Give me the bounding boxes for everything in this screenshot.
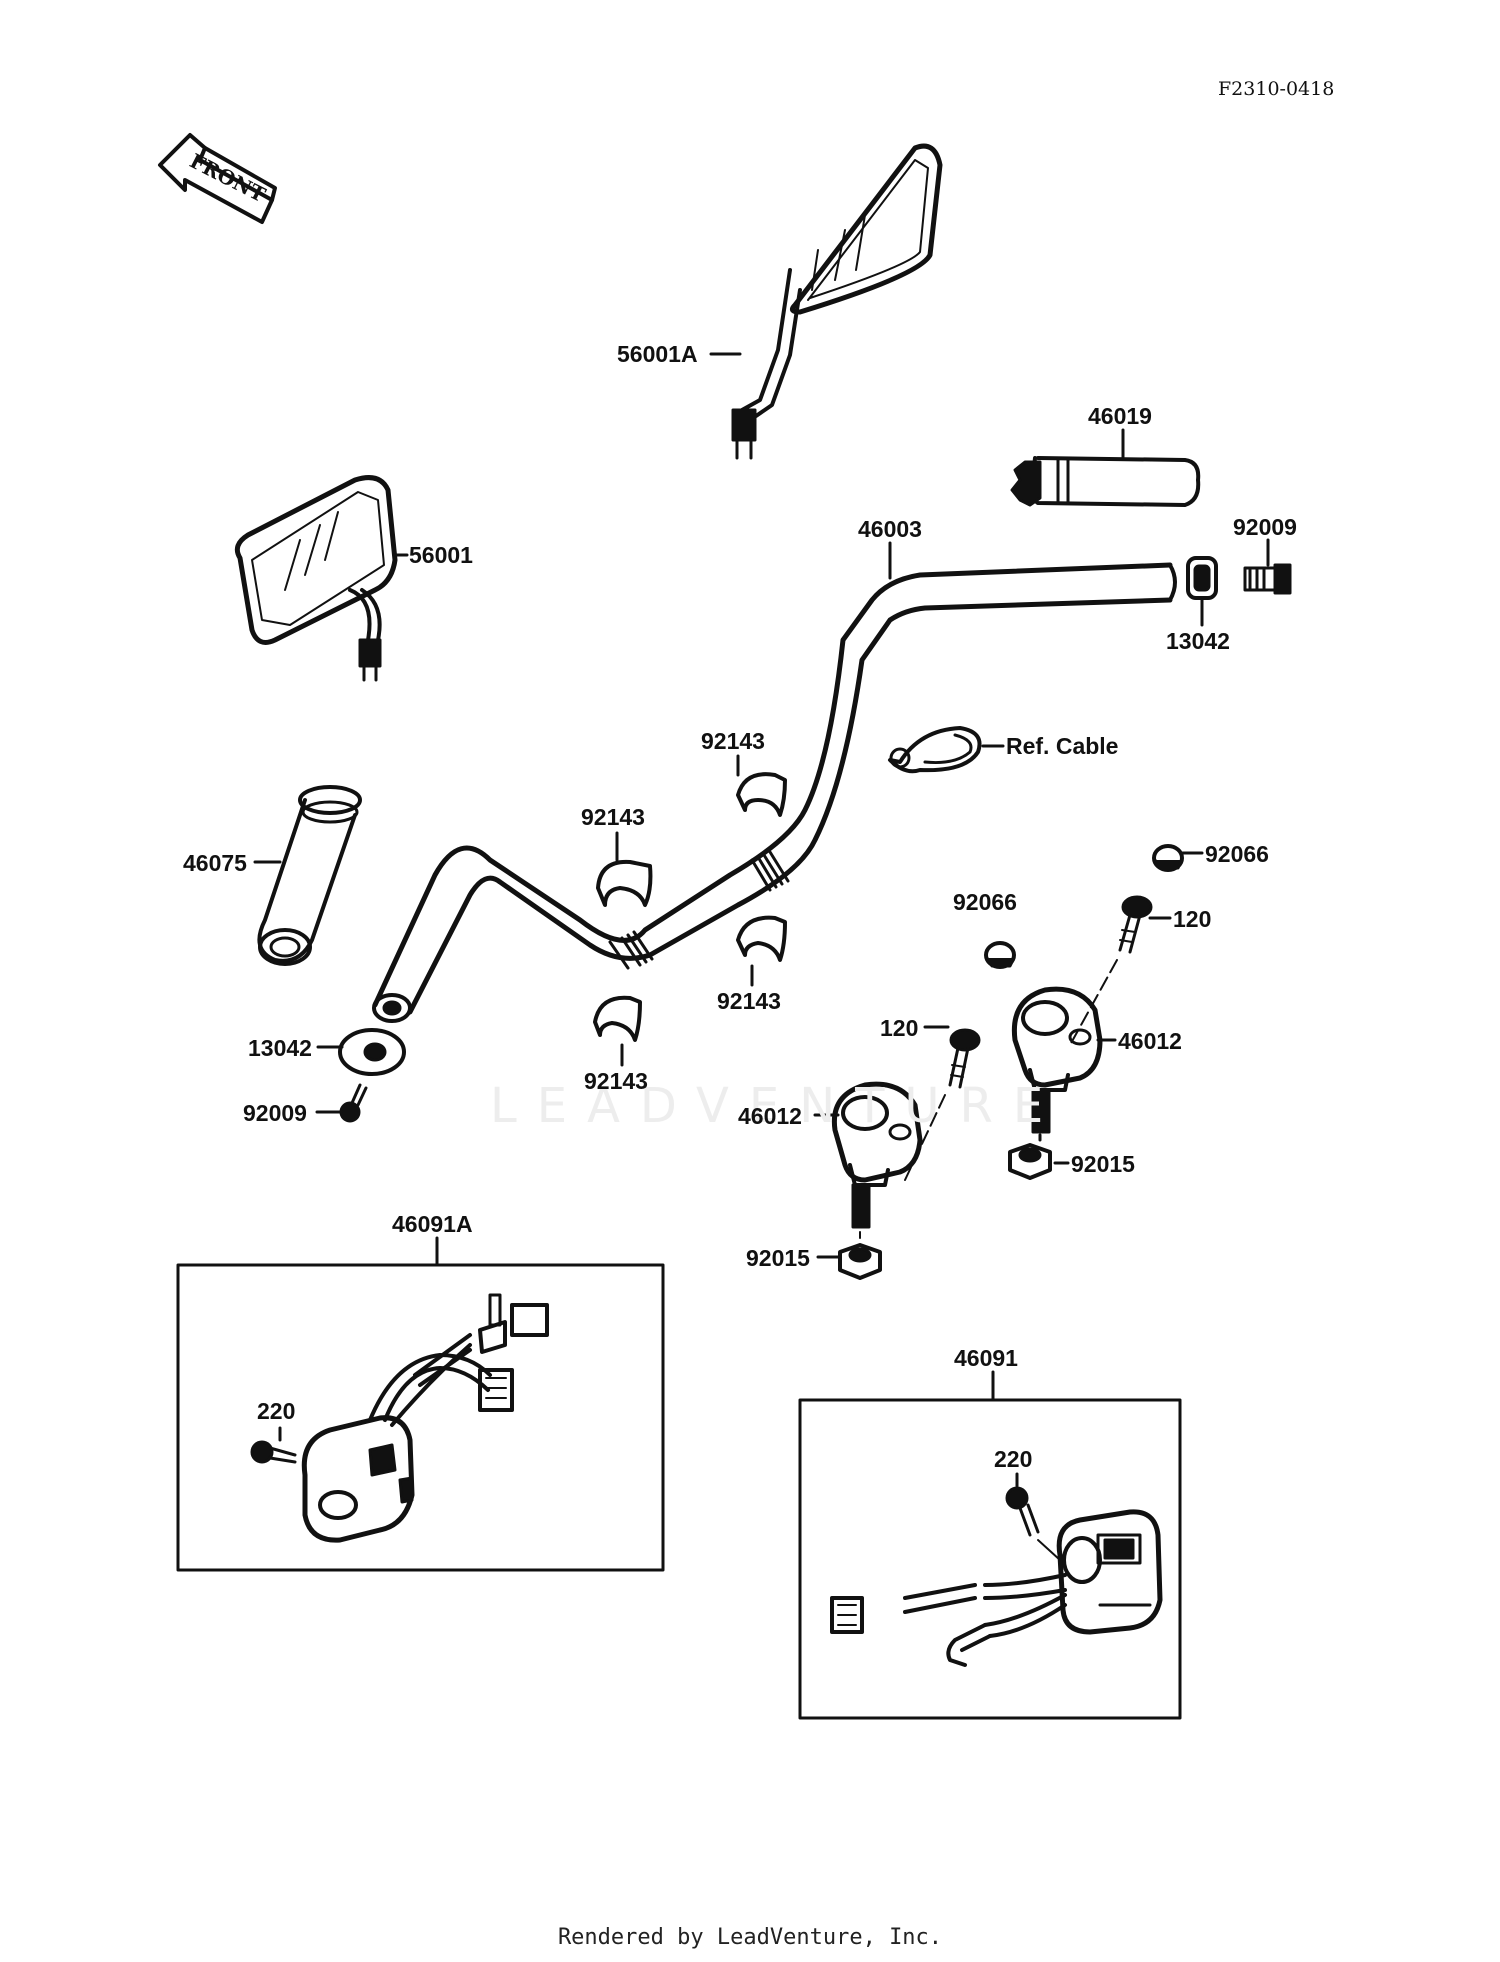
damper-lower-right (736, 915, 787, 962)
switch-left (301, 1293, 549, 1543)
switch-right (830, 1509, 1163, 1667)
diagram-code: F2310-0418 (1218, 78, 1335, 100)
front-arrow-icon: FRONT (158, 133, 277, 224)
label-92066-right[interactable]: 92066 (1205, 841, 1269, 867)
switch-left-screw (250, 1440, 297, 1464)
damper-upper-left (596, 859, 653, 907)
label-120-left[interactable]: 120 (880, 1015, 919, 1041)
mirror-right (731, 143, 943, 460)
holder-left (831, 1081, 923, 1229)
bolt-right (1118, 895, 1153, 954)
switch-right-screw (1005, 1486, 1040, 1537)
throttle-grip (1010, 456, 1201, 507)
label-56001[interactable]: 56001 (409, 542, 473, 568)
cap-center (984, 941, 1016, 969)
damper-lower-left (593, 995, 642, 1042)
label-46012-right[interactable]: 46012 (1118, 1028, 1182, 1054)
end-bolt-right (1243, 563, 1292, 595)
end-bolt-left (339, 1083, 368, 1123)
watermark: LEADVENTURE (490, 1078, 1064, 1134)
bar-end-weight-left (338, 1028, 406, 1076)
handlebar (372, 562, 1177, 1023)
label-46019[interactable]: 46019 (1088, 403, 1152, 429)
nut-right (1008, 1143, 1052, 1180)
label-220-right[interactable]: 220 (994, 1446, 1033, 1472)
label-92143-c[interactable]: 92143 (717, 988, 781, 1014)
cap-right (1152, 844, 1184, 872)
label-46012-left[interactable]: 46012 (738, 1103, 802, 1129)
label-92009-right[interactable]: 92009 (1233, 514, 1297, 540)
label-46091[interactable]: 46091 (954, 1345, 1018, 1371)
label-92143-b[interactable]: 92143 (701, 728, 765, 754)
mirror-left (234, 475, 398, 682)
label-92066-center[interactable]: 92066 (953, 889, 1017, 915)
leader-120-right-axis (1069, 959, 1118, 1046)
label-13042-left[interactable]: 13042 (248, 1035, 312, 1061)
bolt-left (948, 1028, 981, 1089)
label-120-right[interactable]: 120 (1173, 906, 1212, 932)
label-92015-right[interactable]: 92015 (1071, 1151, 1135, 1177)
label-46003[interactable]: 46003 (858, 516, 922, 542)
switch-left-box (176, 1263, 665, 1572)
damper-upper-right (736, 772, 787, 817)
label-46091a[interactable]: 46091A (392, 1211, 473, 1237)
switch-right-box (798, 1398, 1182, 1720)
cable-clamp (888, 726, 982, 774)
label-92143-d[interactable]: 92143 (584, 1068, 648, 1094)
footer-credit: Rendered by LeadVenture, Inc. (557, 1925, 943, 1950)
leader-220-right-axis (1037, 1539, 1061, 1561)
leader-120-left-axis (904, 1094, 946, 1181)
label-92015-left[interactable]: 92015 (746, 1245, 810, 1271)
bar-end-weight-right (1186, 556, 1218, 600)
label-ref-cable[interactable]: Ref. Cable (1006, 733, 1119, 759)
label-56001a[interactable]: 56001A (617, 341, 698, 367)
label-92143-a[interactable]: 92143 (581, 804, 645, 830)
nut-left (838, 1243, 882, 1280)
label-220-left[interactable]: 220 (257, 1398, 296, 1424)
label-13042-right[interactable]: 13042 (1166, 628, 1230, 654)
label-92009-left[interactable]: 92009 (243, 1100, 307, 1126)
grip-left (257, 785, 362, 966)
label-46075[interactable]: 46075 (183, 850, 247, 876)
